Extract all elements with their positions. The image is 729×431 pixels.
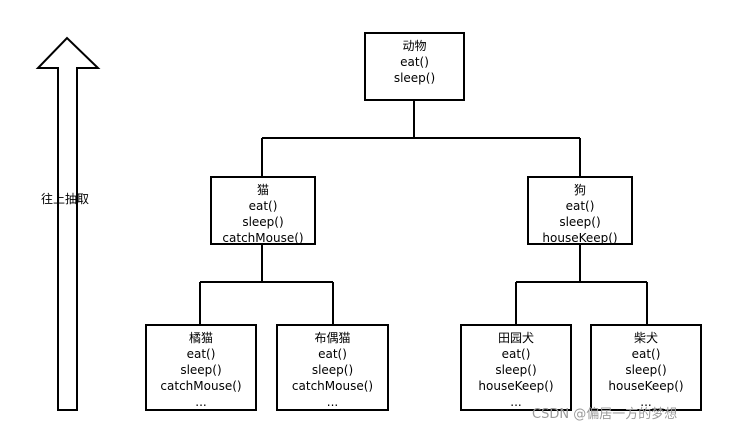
- method-item: sleep(): [559, 215, 601, 229]
- cat-node: 猫 eat() sleep() catchMouse(): [210, 176, 316, 245]
- method-item: eat(): [400, 55, 429, 69]
- method-item: ...: [326, 395, 339, 409]
- method-item: houseKeep(): [608, 379, 684, 393]
- node-name: 布偶猫: [314, 331, 351, 345]
- method-item: houseKeep(): [542, 231, 618, 245]
- method-item: sleep(): [393, 71, 436, 85]
- node-name: 狗: [573, 183, 586, 197]
- ragdoll-node: 布偶猫 eat() sleep() catchMouse() ...: [276, 324, 389, 411]
- node-name: 田园犬: [497, 331, 534, 345]
- dog-node: 狗 eat() sleep() houseKeep(): [527, 176, 633, 245]
- node-name: 动物: [402, 39, 427, 53]
- method-item: catchMouse(): [291, 379, 374, 393]
- method-item: eat(): [318, 347, 347, 361]
- watermark: CSDN @偏居一方的梦想: [532, 407, 678, 422]
- method-item: eat(): [565, 199, 595, 213]
- method-item: sleep(): [180, 363, 222, 377]
- method-item: eat(): [501, 347, 531, 361]
- method-item: sleep(): [495, 363, 537, 377]
- method-item: ...: [510, 395, 522, 409]
- up-arrow: [35, 36, 101, 411]
- method-item: eat(): [631, 347, 661, 361]
- arrow-label: 往上抽取: [41, 192, 90, 206]
- shiba-node: 柴犬 eat() sleep() houseKeep() ...: [590, 324, 702, 411]
- method-item: catchMouse(): [160, 379, 242, 393]
- method-item: sleep(): [242, 215, 284, 229]
- node-name: 柴犬: [633, 331, 658, 345]
- method-item: eat(): [186, 347, 216, 361]
- node-name: 橘猫: [188, 331, 213, 345]
- animal-node: 动物 eat() sleep(): [364, 32, 465, 101]
- node-name: 猫: [256, 183, 269, 197]
- method-item: houseKeep(): [478, 379, 554, 393]
- method-item: ...: [195, 395, 207, 409]
- pastoral-dog-node: 田园犬 eat() sleep() houseKeep() ...: [460, 324, 572, 411]
- method-item: sleep(): [311, 363, 354, 377]
- method-item: sleep(): [625, 363, 667, 377]
- method-item: catchMouse(): [222, 231, 304, 245]
- method-item: ...: [640, 395, 652, 409]
- orange-cat-node: 橘猫 eat() sleep() catchMouse() ...: [145, 324, 257, 411]
- method-item: eat(): [248, 199, 278, 213]
